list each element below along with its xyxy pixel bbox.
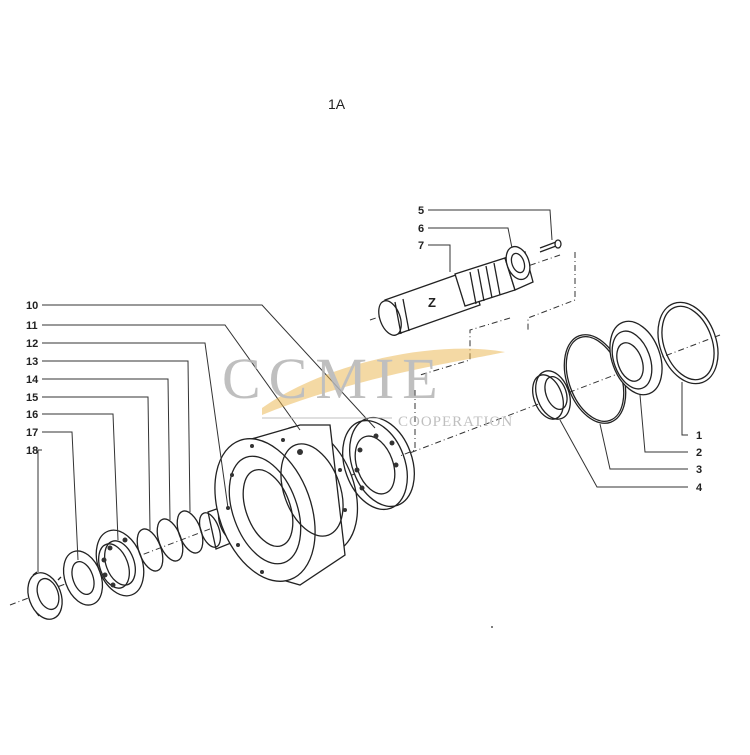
routing-line-c [399,390,416,457]
part-7-shaft [369,251,561,336]
callout-11: 11 [26,320,38,332]
part-16-bearing [95,529,145,597]
callout-16: 16 [26,409,38,421]
watermark: CCMIE COOPERATION [222,346,513,430]
figure-label: 1A [328,96,346,112]
callout-2: 2 [696,447,702,459]
routing-line-a [419,317,511,376]
part-6-washer [505,245,531,281]
callout-5: 5 [418,205,424,217]
part-1-circlip [657,301,719,385]
part-18-seal [27,571,63,620]
callout-7: 7 [418,240,424,252]
callout-3: 3 [696,464,702,476]
part-13-snap-ring [176,510,204,554]
watermark-swoosh [262,348,505,415]
part-11-hub [214,424,359,586]
callout-17: 17 [26,427,38,439]
routing-line-b [527,252,576,330]
part-2-cover [609,320,663,396]
part-10-bearing [342,416,415,511]
watermark-sub: COOPERATION [398,414,513,430]
shaft-mark: Z [428,295,436,310]
callout-1: 1 [696,430,702,442]
leader-lines-top [428,209,553,272]
callout-4: 4 [696,482,703,494]
callout-15: 15 [26,392,38,404]
speck [491,626,493,628]
part-4-nut [532,370,571,420]
callout-6: 6 [418,223,424,235]
callout-13: 13 [26,356,38,368]
leader-lines-right [559,382,688,488]
callout-10: 10 [26,300,38,312]
callout-18: 18 [26,445,38,457]
watermark-brand: CCMIE [222,346,446,411]
callout-12: 12 [26,338,38,350]
part-5-screw [539,239,562,253]
callout-14: 14 [26,374,39,386]
